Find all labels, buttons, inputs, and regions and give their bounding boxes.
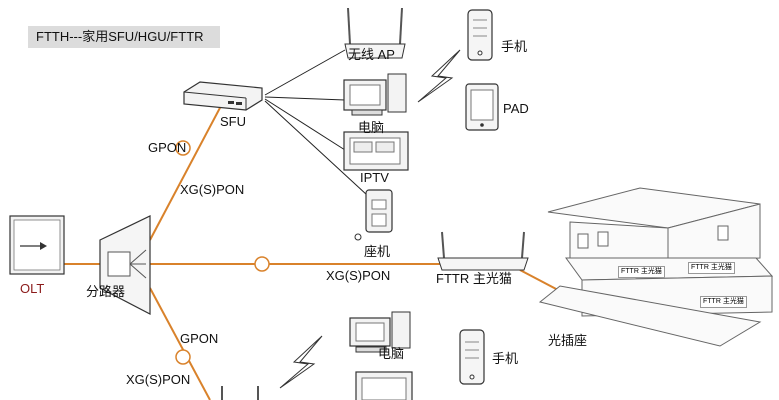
xgspon-mid-label: XG(S)PON [326,268,391,283]
gpon-bottom-label: GPON [180,331,219,346]
fiber-splitter-sfu [149,103,223,241]
fiber-connectors [175,140,270,365]
landline-label: 座机 [364,244,391,259]
phone-bottom-label: 手机 [492,351,519,366]
xgspon-top-label: XG(S)PON [180,182,245,197]
room-tag-1: FTTR 主光猫 [618,266,665,278]
olt-label: OLT [20,281,45,296]
wireless-signal-bottom [279,335,323,389]
fiber-splitter-hgu [149,287,211,400]
phone-bottom-device [459,329,485,385]
hgu-antenna [221,386,259,400]
xgspon-bottom-label: XG(S)PON [126,372,191,387]
fttr-main-device [437,231,529,271]
wireless-ap-device [344,7,406,59]
splitter-label: 分路器 [86,284,126,299]
gpon-top-label: GPON [148,140,187,155]
pad-label: PAD [503,101,529,116]
fttr-main-label: FTTR 主光猫 [436,271,512,286]
pc-top-device [343,73,407,116]
diagram-title: FTTH---家用SFU/HGU/FTTR [28,26,220,48]
phone-top-device [467,9,493,61]
pc-bottom-device [349,311,411,353]
sfu-label: SFU [220,114,246,129]
splitter-device [99,215,151,315]
sfu-device [183,81,263,111]
fiber-socket-label: 光插座 [548,333,588,348]
room-tag-2: FTTR 主光猫 [688,262,735,274]
wireless-signal-top [417,49,461,103]
sfu-links [264,49,368,196]
phone-top-label: 手机 [501,39,528,54]
room-tag-3: FTTR 主光猫 [700,296,747,308]
pad-device [465,83,499,131]
iptv-device [343,131,409,171]
iptv-label: IPTV [360,170,389,185]
wireless-ap-label: 无线 AP [348,47,395,62]
iptv-bottom-device [355,371,413,400]
landline-device [354,189,393,241]
olt-device [9,215,65,275]
pc-top-label: 电脑 [358,120,385,135]
pc-bottom-label: 电脑 [378,346,405,361]
